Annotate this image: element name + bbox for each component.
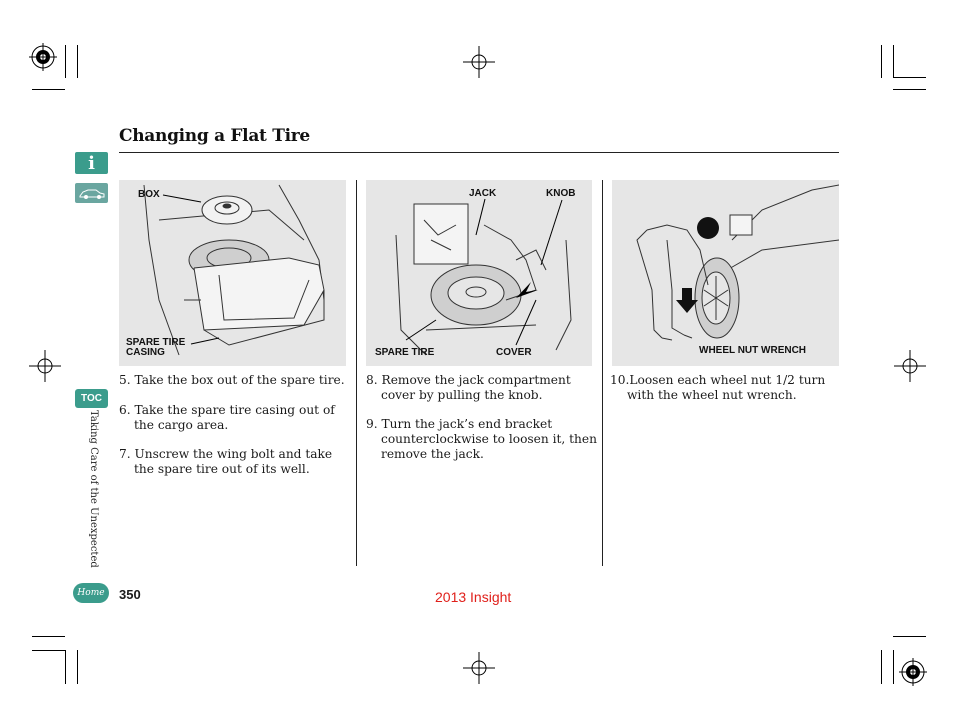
callout-casing: CASING [126, 347, 165, 358]
callout-box: BOX [138, 189, 160, 200]
toc-button[interactable]: TOC [75, 389, 108, 408]
callout-knob: KNOB [546, 188, 576, 199]
info-button[interactable]: i [75, 152, 108, 174]
callout-leaders-1 [162, 194, 220, 345]
info-icon: i [88, 152, 95, 174]
loosening-wheel-nuts-illustration [636, 184, 839, 341]
illustration-wheel-nut: WHEEL NUT WRENCH [612, 180, 839, 366]
callout-spare-tire: SPARE TIRE [126, 337, 186, 348]
step-6: 6. Take the spare tire casing out of the… [119, 403, 335, 432]
callout-cover: COVER [496, 347, 532, 358]
illustration-box-casing: BOX SPARE TIRE CASING [119, 180, 346, 366]
page-number: 350 [119, 587, 141, 602]
callout-jack: JACK [469, 188, 497, 199]
home-button[interactable]: Home [73, 583, 109, 603]
title-divider [119, 152, 839, 153]
step-5: 5. Take the box out of the spare tire. [119, 373, 345, 387]
step-8: 8. Remove the jack compartment cover by … [366, 373, 571, 402]
step-9: 9. Turn the jack’s end bracket countercl… [366, 417, 597, 461]
column-divider [602, 180, 603, 566]
jack-compartment-illustration [395, 198, 572, 356]
step-10: 10.Loosen each wheel nut 1/2 turn with t… [610, 373, 826, 402]
car-icon [79, 189, 105, 199]
callout-wheel-nut-wrench: WHEEL NUT WRENCH [699, 345, 807, 356]
illustration-jack: JACK KNOB SPARE TIRE COVER [366, 180, 592, 366]
section-label: Taking Care of the Unexpected [88, 410, 99, 568]
vehicle-button[interactable] [75, 183, 108, 203]
page-title: Changing a Flat Tire [119, 126, 310, 146]
trunk-box-illustration [143, 184, 325, 356]
footer-model: 2013 Insight [435, 589, 512, 605]
step-7: 7. Unscrew the wing bolt and take the sp… [119, 447, 333, 476]
column-divider [356, 180, 357, 566]
callout-spare-tire: SPARE TIRE [375, 347, 435, 358]
